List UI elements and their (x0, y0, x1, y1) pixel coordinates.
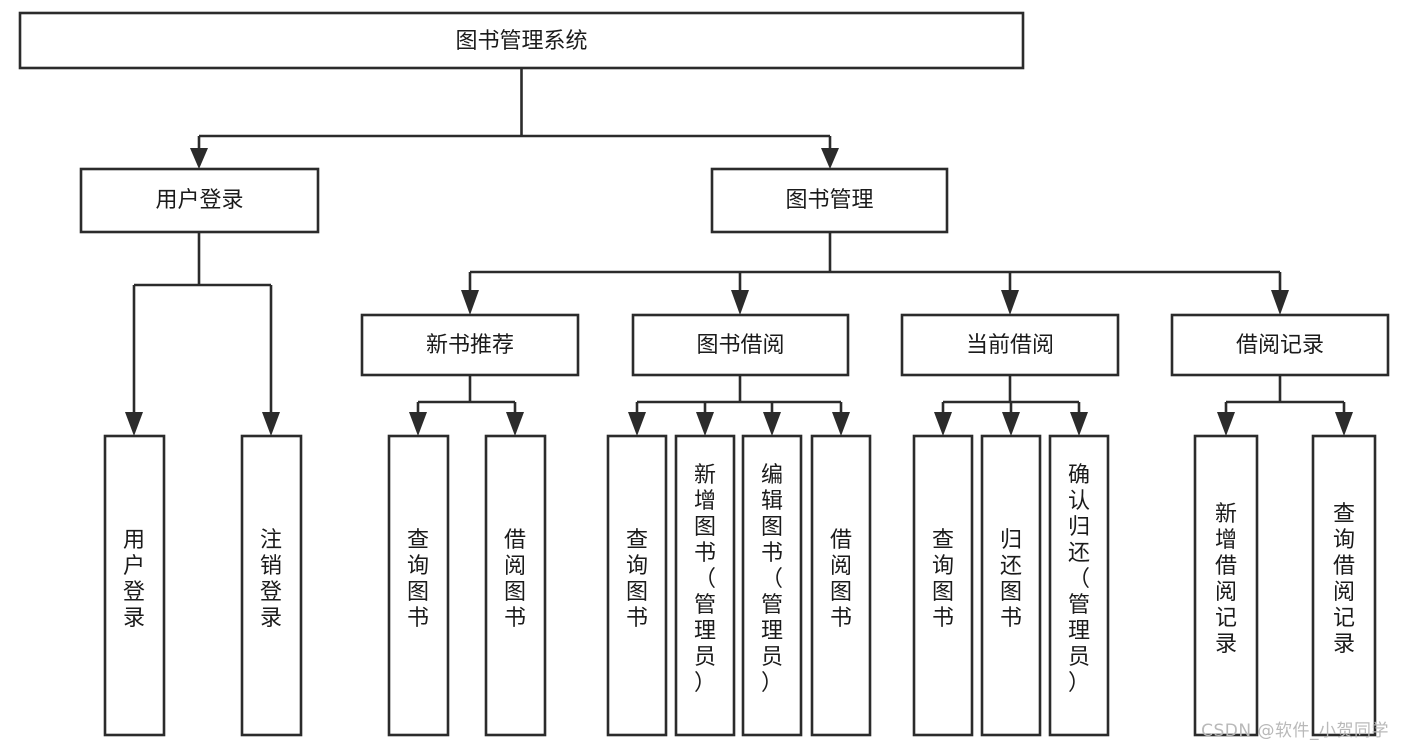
arrow-head-cb-leaf-3 (1070, 412, 1088, 436)
arrow-head-cb-leaf-1 (934, 412, 952, 436)
node-root-system-label: 图书管理系统 (455, 29, 587, 54)
connector-group-book-manage (461, 232, 1289, 315)
leaf-node-br-query-record-box[interactable] (1311, 434, 1377, 737)
node-user-login-box[interactable] (79, 167, 320, 234)
leaf-node-bb-query-book-box[interactable] (606, 434, 668, 737)
node-user-login-label: 用户登录 (155, 188, 243, 213)
arrow-head-br-leaf-2 (1335, 412, 1353, 436)
arrow-head-borrow-record (1271, 290, 1289, 315)
leaf-node-user-login-login-label: 用户登录 (123, 528, 145, 631)
connector-group-current-borrow (934, 375, 1088, 436)
leaf-node-cb-confirm-return-label: 确认归还（管理员） (1068, 463, 1090, 696)
node-book-borrow-box[interactable] (631, 313, 850, 377)
connector-group-borrow-record (1217, 375, 1353, 436)
node-borrow-record-label: 借阅记录 (1236, 333, 1324, 358)
leaf-node-cb-return-book-box[interactable] (980, 434, 1042, 737)
leaf-node-nbr-query-book-label: 查询图书 (407, 528, 429, 631)
leaf-node-bb-query-book[interactable]: 查询图书 (606, 434, 668, 737)
leaf-node-nbr-borrow-book-label: 借阅图书 (504, 528, 526, 631)
node-book-borrow-label: 图书借阅 (696, 333, 784, 358)
arrow-head-book-borrow (731, 290, 749, 315)
node-new-book-recommend-box[interactable] (360, 313, 580, 377)
node-borrow-record[interactable]: 借阅记录 (1170, 313, 1390, 377)
node-new-book-recommend-label: 新书推荐 (426, 333, 514, 358)
node-root-system[interactable]: 图书管理系统 (18, 11, 1025, 70)
leaf-node-bb-edit-book-box[interactable] (741, 434, 803, 737)
arrow-head-user-login (190, 148, 208, 169)
node-new-book-recommend[interactable]: 新书推荐 (360, 313, 580, 377)
leaf-node-br-query-record[interactable]: 查询借阅记录 (1311, 434, 1377, 737)
leaf-node-bb-borrow-book-label: 借阅图书 (830, 528, 852, 631)
leaf-node-nbr-borrow-book[interactable]: 借阅图书 (484, 434, 547, 737)
node-book-manage[interactable]: 图书管理 (710, 167, 949, 234)
leaf-node-br-add-record-box[interactable] (1193, 434, 1259, 737)
arrow-head-current-borrow (1001, 290, 1019, 315)
node-current-borrow-label: 当前借阅 (966, 333, 1054, 358)
arrow-head-leaf-logout (262, 412, 280, 436)
leaf-node-user-login-logout-box[interactable] (240, 434, 303, 737)
leaf-node-br-add-record[interactable]: 新增借阅记录 (1193, 434, 1259, 737)
leaf-node-bb-add-book-box[interactable] (674, 434, 736, 737)
leaf-node-user-login-logout[interactable]: 注销登录 (240, 434, 303, 737)
leaf-node-bb-borrow-book[interactable]: 借阅图书 (810, 434, 872, 737)
arrow-head-new-book (461, 290, 479, 315)
node-root-system-box[interactable] (18, 11, 1025, 70)
leaf-node-cb-query-book-label: 查询图书 (932, 528, 954, 631)
leaf-node-bb-edit-book-label: 编辑图书（管理员） (761, 463, 783, 696)
leaf-node-bb-edit-book[interactable]: 编辑图书（管理员） (741, 434, 803, 737)
leaf-node-user-login-login-box[interactable] (103, 434, 166, 737)
arrow-head-bb-leaf-3 (763, 412, 781, 436)
arrow-head-book-manage (821, 148, 839, 169)
leaf-node-br-query-record-label: 查询借阅记录 (1333, 502, 1355, 657)
connector-group-user-login (125, 232, 280, 436)
csdn-watermark: CSDN @软件_小贺同学 (1201, 721, 1389, 741)
leaf-node-user-login-logout-label: 注销登录 (260, 528, 282, 631)
leaf-node-cb-query-book[interactable]: 查询图书 (912, 434, 974, 737)
connector-group-new-book-recommend (409, 375, 524, 436)
node-user-login[interactable]: 用户登录 (79, 167, 320, 234)
node-borrow-record-box[interactable] (1170, 313, 1390, 377)
leaf-node-user-login-login[interactable]: 用户登录 (103, 434, 166, 737)
leaf-node-bb-query-book-label: 查询图书 (626, 528, 648, 631)
leaf-node-bb-add-book[interactable]: 新增图书（管理员） (674, 434, 736, 737)
leaf-node-cb-confirm-return[interactable]: 确认归还（管理员） (1048, 434, 1110, 737)
node-book-borrow[interactable]: 图书借阅 (631, 313, 850, 377)
leaf-node-bb-add-book-label: 新增图书（管理员） (694, 463, 716, 696)
node-current-borrow-box[interactable] (900, 313, 1120, 377)
leaf-node-nbr-borrow-book-box[interactable] (484, 434, 547, 737)
arrow-head-nbr-leaf-2 (506, 412, 524, 436)
leaf-node-br-add-record-label: 新增借阅记录 (1215, 502, 1237, 657)
leaf-node-cb-return-book-label: 归还图书 (1000, 528, 1022, 631)
arrow-head-bb-leaf-2 (696, 412, 714, 436)
leaf-node-nbr-query-book[interactable]: 查询图书 (387, 434, 450, 737)
connector-group-book-borrow (628, 375, 850, 436)
arrow-head-br-leaf-1 (1217, 412, 1235, 436)
leaf-node-cb-return-book[interactable]: 归还图书 (980, 434, 1042, 737)
leaf-node-bb-borrow-book-box[interactable] (810, 434, 872, 737)
leaf-node-cb-confirm-return-box[interactable] (1048, 434, 1110, 737)
arrow-head-bb-leaf-4 (832, 412, 850, 436)
connector-group-root (190, 68, 839, 169)
node-book-manage-box[interactable] (710, 167, 949, 234)
leaf-node-cb-query-book-box[interactable] (912, 434, 974, 737)
arrow-head-leaf-user-login (125, 412, 143, 436)
node-book-manage-label: 图书管理 (785, 188, 873, 213)
leaf-node-nbr-query-book-box[interactable] (387, 434, 450, 737)
arrow-head-cb-leaf-2 (1002, 412, 1020, 436)
arrow-head-nbr-leaf-1 (409, 412, 427, 436)
node-current-borrow[interactable]: 当前借阅 (900, 313, 1120, 377)
arrow-head-bb-leaf-1 (628, 412, 646, 436)
